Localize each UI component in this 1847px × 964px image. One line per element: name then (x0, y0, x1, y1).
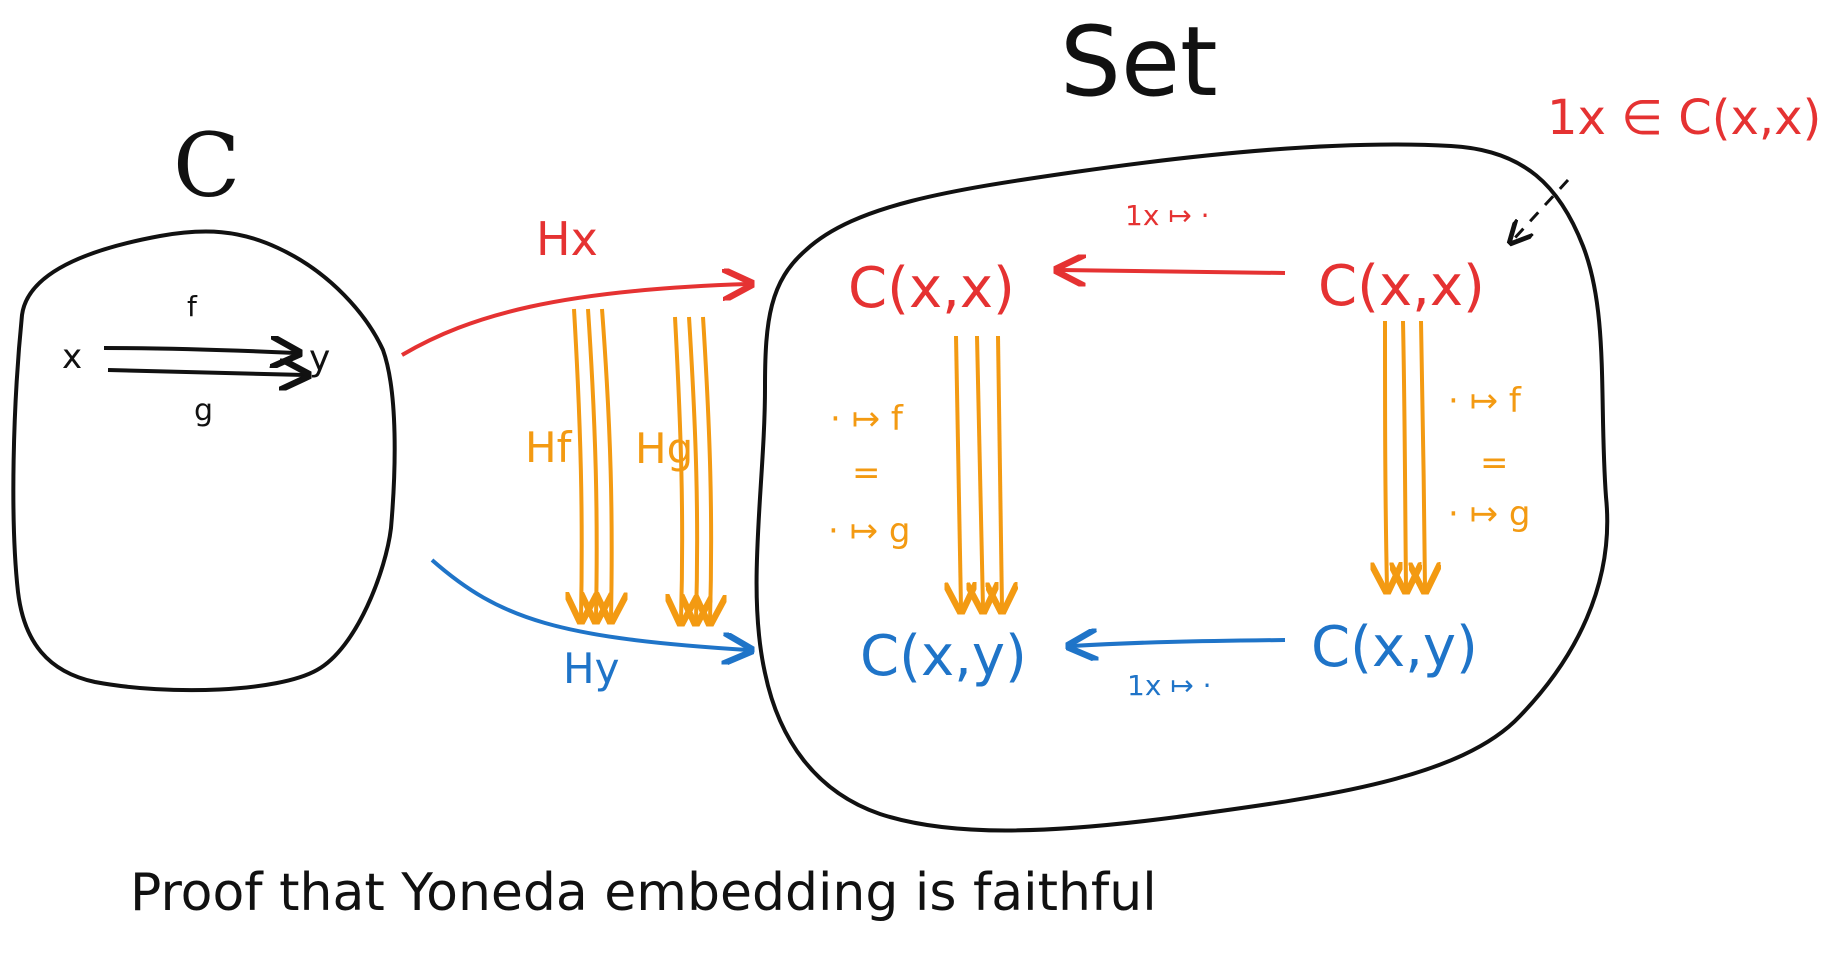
right-g-label: · ↦ g (1448, 494, 1531, 534)
identity-pointer-arrow (1512, 178, 1570, 241)
set-node-bottom-right: C(x,y) (1311, 615, 1478, 680)
set-category-title: Set (1060, 6, 1218, 118)
bottom-identity-arrow (1072, 640, 1286, 646)
functor-hg-natural-transformation: Hg (635, 316, 711, 620)
object-x-label: x (62, 337, 82, 377)
left-f-label: · ↦ f (830, 399, 904, 439)
left-g-label: · ↦ g (828, 511, 911, 551)
morphism-f-arrow (103, 348, 296, 353)
morphism-f-label: f (187, 290, 198, 323)
source-category-outline (11, 229, 397, 693)
set-category-region: Set 1x ∈ C(x,x) C(x,x) C(x,x) C(x,y) C(x… (754, 6, 1821, 833)
functor-hx-label: Hx (536, 212, 598, 266)
set-node-top-right: C(x,x) (1318, 254, 1485, 319)
bottom-identity-label: 1x ↦ · (1127, 669, 1212, 702)
set-node-bottom-left: C(x,y) (860, 624, 1027, 689)
top-identity-arrow (1060, 270, 1286, 273)
left-equals-label: = (852, 453, 881, 493)
source-category-region: C x y f g (11, 114, 397, 693)
right-f-label: · ↦ f (1448, 381, 1522, 421)
set-category-outline (754, 142, 1610, 833)
morphism-g-arrow (107, 370, 305, 375)
source-category-title: C (173, 114, 240, 217)
functor-hg-label: Hg (635, 424, 693, 473)
left-vertical-hom-arrows (956, 335, 1002, 608)
functor-hf-natural-transformation: Hf (525, 308, 612, 618)
diagram-caption: Proof that Yoneda embedding is faithful (130, 863, 1157, 923)
functor-hy-arrow (430, 558, 748, 650)
functor-hy-label: Hy (563, 644, 619, 693)
object-y-label: y (309, 338, 330, 379)
functor-hx-arrow (400, 284, 748, 357)
functor-arrows: Hx Hy Hf Hg (400, 212, 748, 693)
set-node-top-left: C(x,x) (848, 256, 1015, 321)
right-vertical-hom-arrows (1385, 320, 1425, 588)
right-equals-label: = (1480, 443, 1509, 483)
functor-hf-label: Hf (525, 423, 573, 472)
top-identity-label: 1x ↦ · (1125, 199, 1210, 232)
identity-annotation: 1x ∈ C(x,x) (1547, 90, 1821, 146)
morphism-g-label: g (194, 393, 213, 428)
